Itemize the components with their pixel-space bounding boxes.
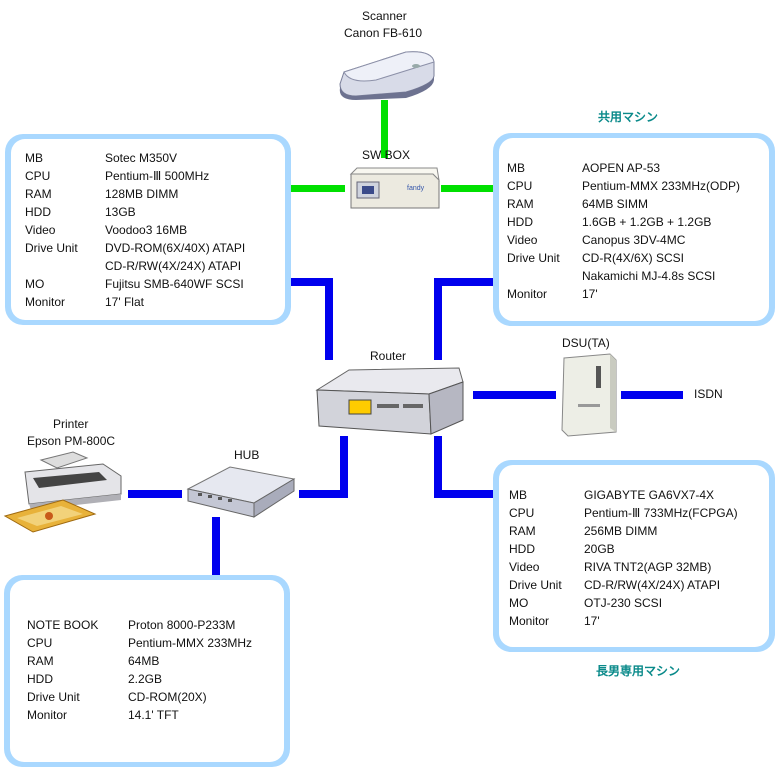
scanner-device — [339, 51, 435, 100]
shared-pc-panel — [493, 133, 775, 326]
router-eldest-link-v — [434, 436, 442, 498]
shared-pc-router-link-h — [434, 278, 494, 286]
shared-pc-router-link-v — [434, 278, 442, 360]
hub-notebook-link — [212, 517, 220, 577]
printer-title: Printer — [53, 417, 89, 431]
router-hub-link-h — [299, 490, 348, 498]
eldest-machine-label: 長男専用マシン — [596, 664, 681, 678]
left-pc-router-link-v — [325, 278, 333, 360]
scanner-title: Scanner — [362, 9, 407, 23]
isdn-label: ISDN — [694, 387, 723, 401]
shared-pc-switch-link — [441, 185, 494, 192]
hub-label: HUB — [234, 448, 260, 462]
notebook-panel — [4, 575, 290, 767]
scanner-model: Canon FB-610 — [344, 26, 423, 40]
router-hub-link-v — [340, 436, 348, 498]
left-pc-panel — [5, 134, 291, 325]
dsu-device — [561, 353, 617, 437]
router-dsu-link — [473, 391, 556, 399]
scanner-switch-link — [381, 100, 388, 158]
dsu-isdn-link — [621, 391, 683, 399]
hub-device — [186, 466, 296, 518]
router-label: Router — [370, 349, 407, 363]
switch-label: SW BOX — [362, 148, 411, 162]
router-device — [315, 367, 464, 435]
svg-text:fandy: fandy — [407, 185, 425, 192]
left-pc-router-link-h — [291, 278, 333, 286]
switch-box-device: fandy — [349, 167, 440, 209]
shared-machine-label: 共用マシン — [598, 110, 659, 124]
printer-hub-link — [128, 490, 182, 498]
printer-device — [3, 451, 122, 533]
printer-model: Epson PM-800C — [27, 434, 116, 448]
left-pc-switch-link — [291, 185, 345, 192]
router-eldest-link-h — [434, 490, 494, 498]
dsu-label: DSU(TA) — [562, 336, 610, 350]
eldest-pc-panel — [493, 460, 775, 652]
